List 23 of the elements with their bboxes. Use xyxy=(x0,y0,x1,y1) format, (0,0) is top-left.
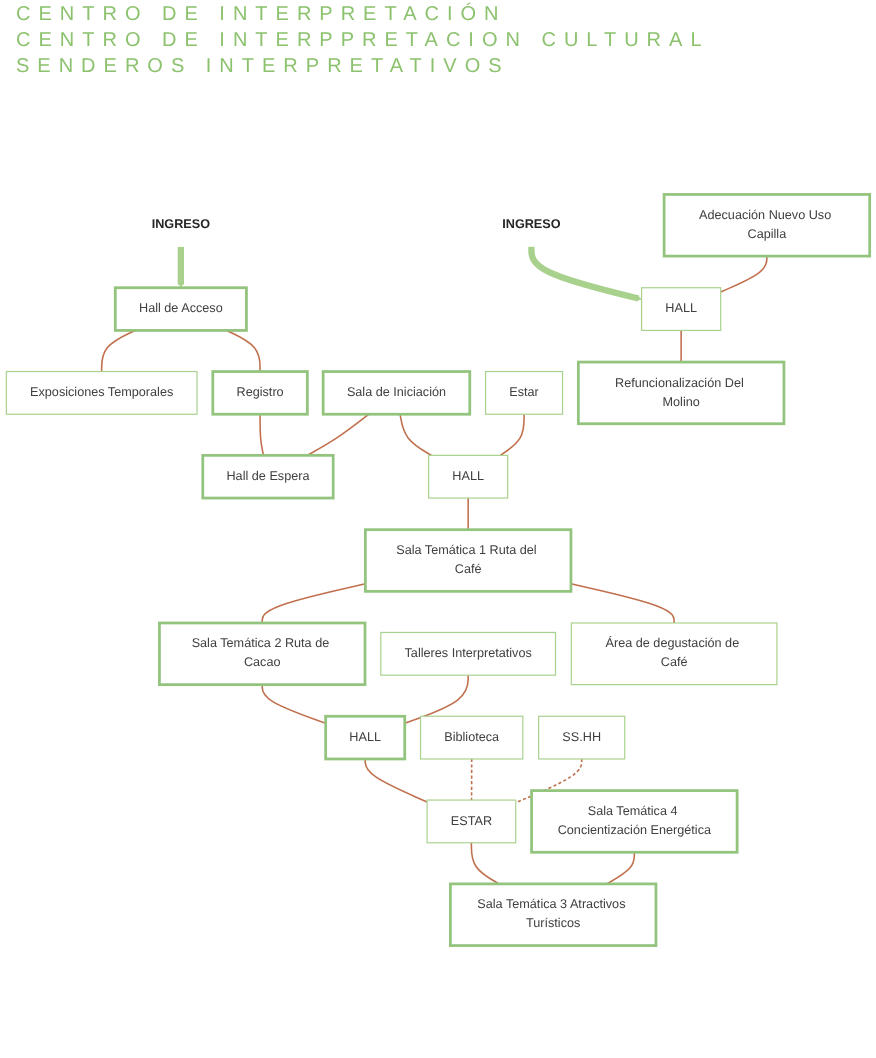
connector xyxy=(606,851,636,885)
connector xyxy=(100,329,137,373)
section-heading: CENTRO DE INTERPPRETACION CULTURAL xyxy=(16,30,712,52)
connector xyxy=(680,329,682,363)
connector xyxy=(719,255,768,293)
connector xyxy=(570,583,675,624)
connector xyxy=(225,329,261,373)
arrow xyxy=(528,246,642,302)
connector xyxy=(499,413,525,457)
connector xyxy=(261,683,327,725)
connector xyxy=(261,583,367,624)
connector xyxy=(467,497,469,531)
section-heading: CENTRO DE INTERPRETACIÓN xyxy=(16,4,509,26)
connector xyxy=(399,413,433,457)
connector xyxy=(514,758,583,804)
connector xyxy=(470,842,500,885)
section-heading: SENDEROS INTERPRETATIVOS xyxy=(16,56,512,78)
connector xyxy=(259,413,265,457)
connector xyxy=(470,758,473,801)
connector xyxy=(403,674,469,725)
connector xyxy=(364,758,428,803)
arrow xyxy=(177,246,185,289)
connector xyxy=(306,413,370,457)
